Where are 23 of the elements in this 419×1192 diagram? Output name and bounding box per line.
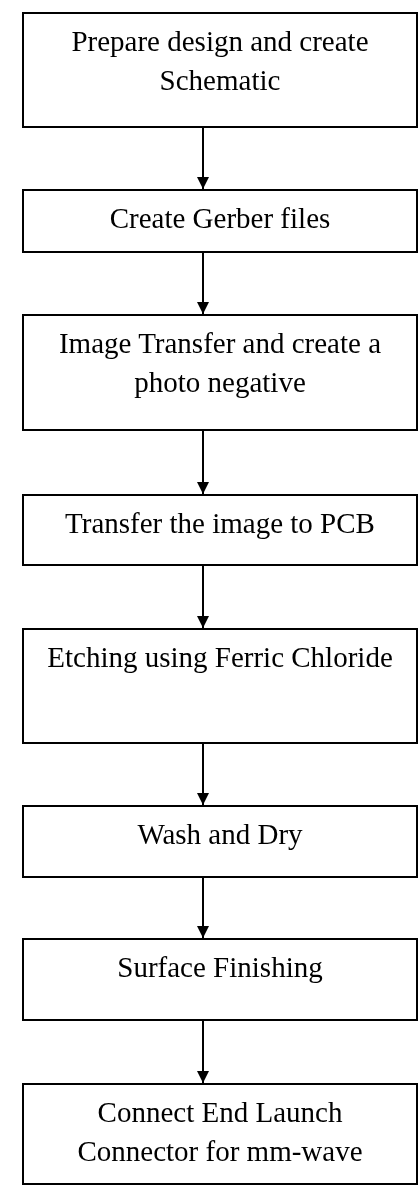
step-label: Surface Finishing	[117, 951, 323, 983]
arrow	[197, 252, 209, 315]
process-box	[22, 12, 418, 128]
process-box	[22, 314, 418, 431]
step-label: Image Transfer and create a photo negative	[58, 327, 382, 398]
arrow	[197, 877, 209, 939]
arrow	[197, 1020, 209, 1084]
process-box	[22, 628, 418, 744]
step-label: Prepare design and create Schematic	[71, 25, 369, 96]
step-label: Wash and Dry	[137, 818, 303, 850]
process-box	[22, 938, 418, 1021]
step-label: Transfer the image to PCB	[65, 507, 375, 539]
arrow	[197, 743, 209, 806]
arrow	[197, 430, 209, 495]
arrow	[197, 565, 209, 629]
step-label: Create Gerber files	[109, 202, 331, 234]
arrow	[197, 127, 209, 190]
process-box	[22, 494, 418, 566]
process-box	[22, 189, 418, 253]
process-box	[22, 1083, 418, 1185]
step-label: Connect End Launch Connector for mm-wave	[77, 1096, 363, 1167]
step-label: Etching using Ferric Chloride	[47, 641, 393, 673]
process-box	[22, 805, 418, 878]
